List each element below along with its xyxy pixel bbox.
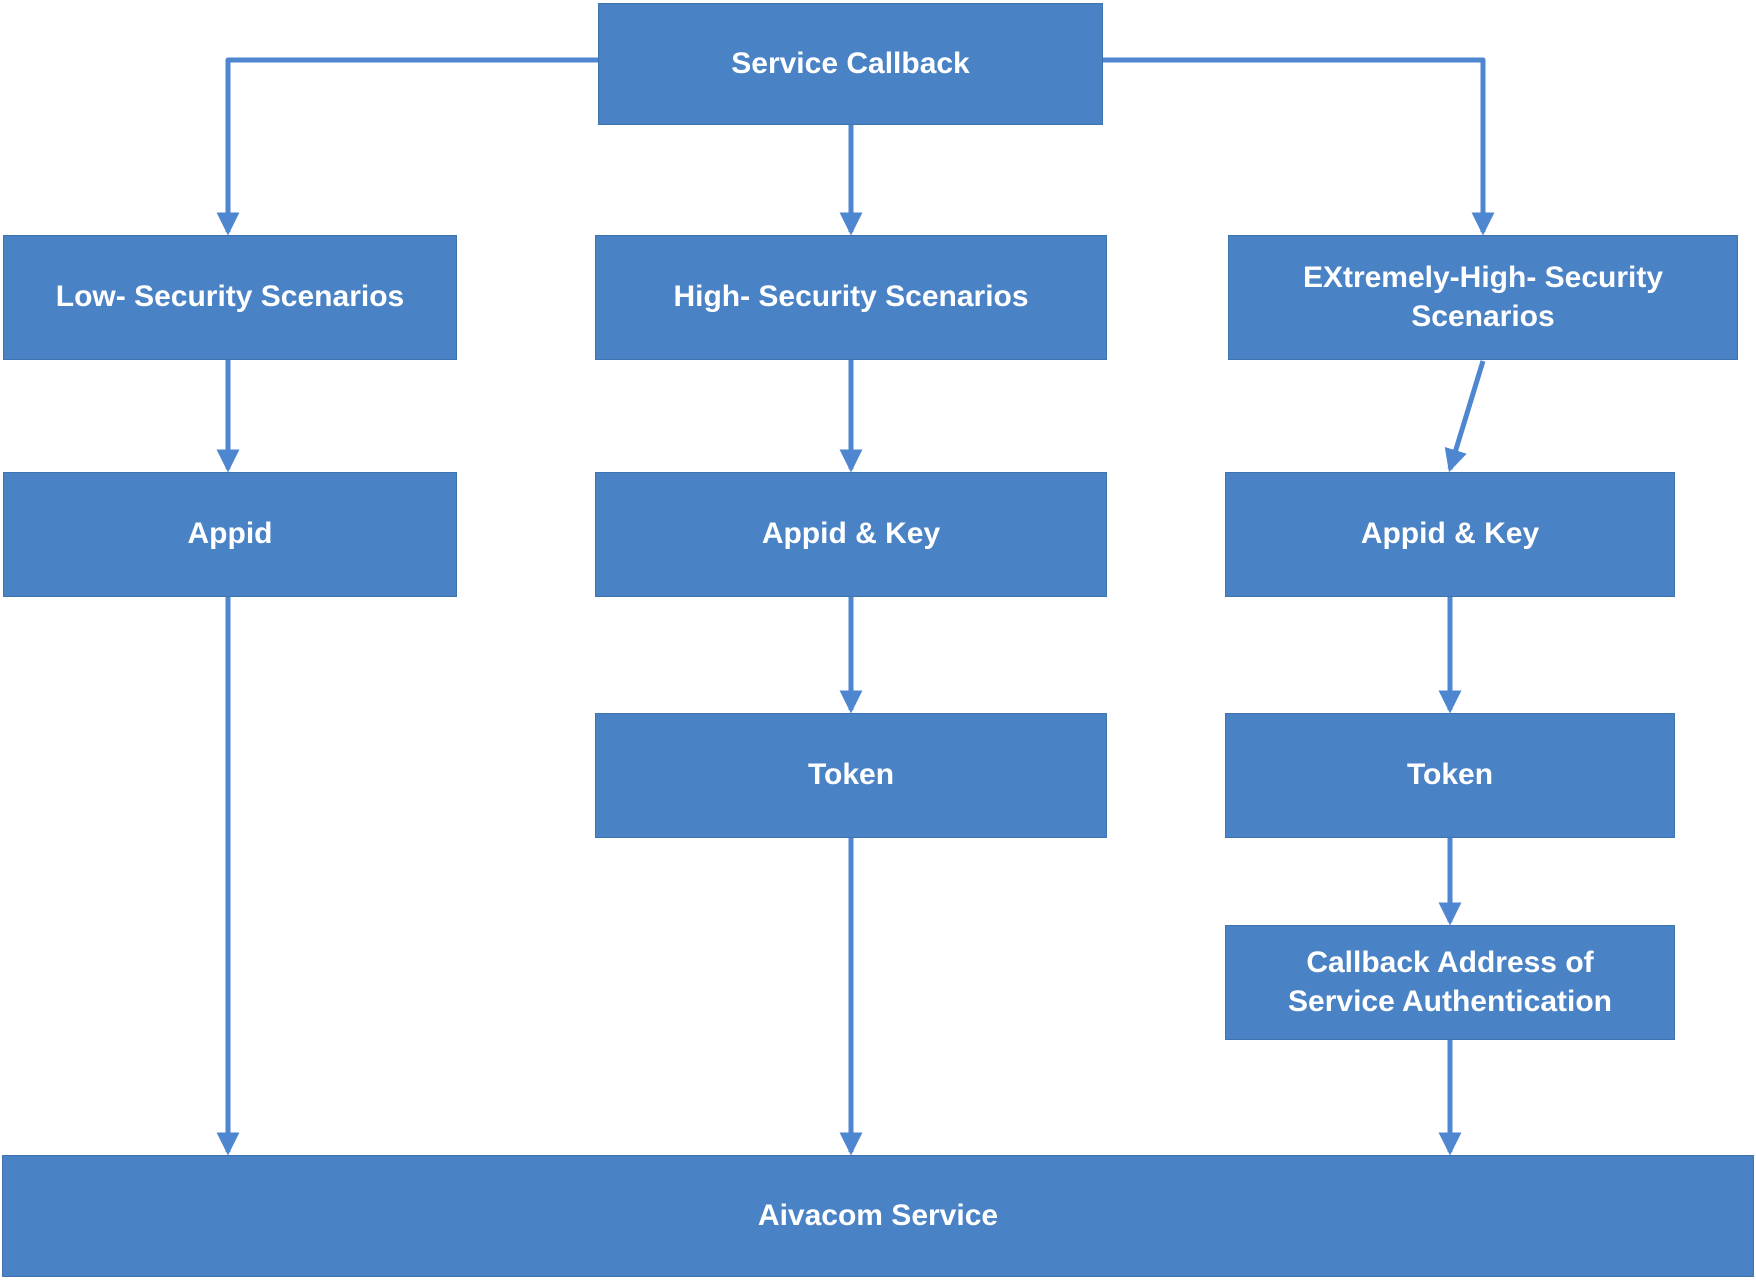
node-callback-address-of-service-authentication: Callback Address of Service Authenticati… xyxy=(1225,925,1675,1040)
node-aivacom-service: Aivacom Service xyxy=(2,1155,1754,1277)
node-high-security-scenarios: High- Security Scenarios xyxy=(595,235,1107,360)
node-extremely-high-security-scenarios: EXtremely-High- Security Scenarios xyxy=(1228,235,1738,360)
arrow-service-callback-to-extremely-high-security xyxy=(1103,57,1495,236)
node-appid-key-middle: Appid & Key xyxy=(595,472,1107,597)
node-token-right: Token xyxy=(1225,713,1675,838)
node-service-callback: Service Callback xyxy=(598,3,1103,125)
node-low-security-scenarios: Low- Security Scenarios xyxy=(3,235,457,360)
node-token-middle: Token xyxy=(595,713,1107,838)
arrow-extremely-high-security-to-appid-key xyxy=(1444,360,1486,473)
node-appid-key-right: Appid & Key xyxy=(1225,472,1675,597)
arrow-service-callback-to-low-security xyxy=(216,57,598,236)
node-appid: Appid xyxy=(3,472,457,597)
